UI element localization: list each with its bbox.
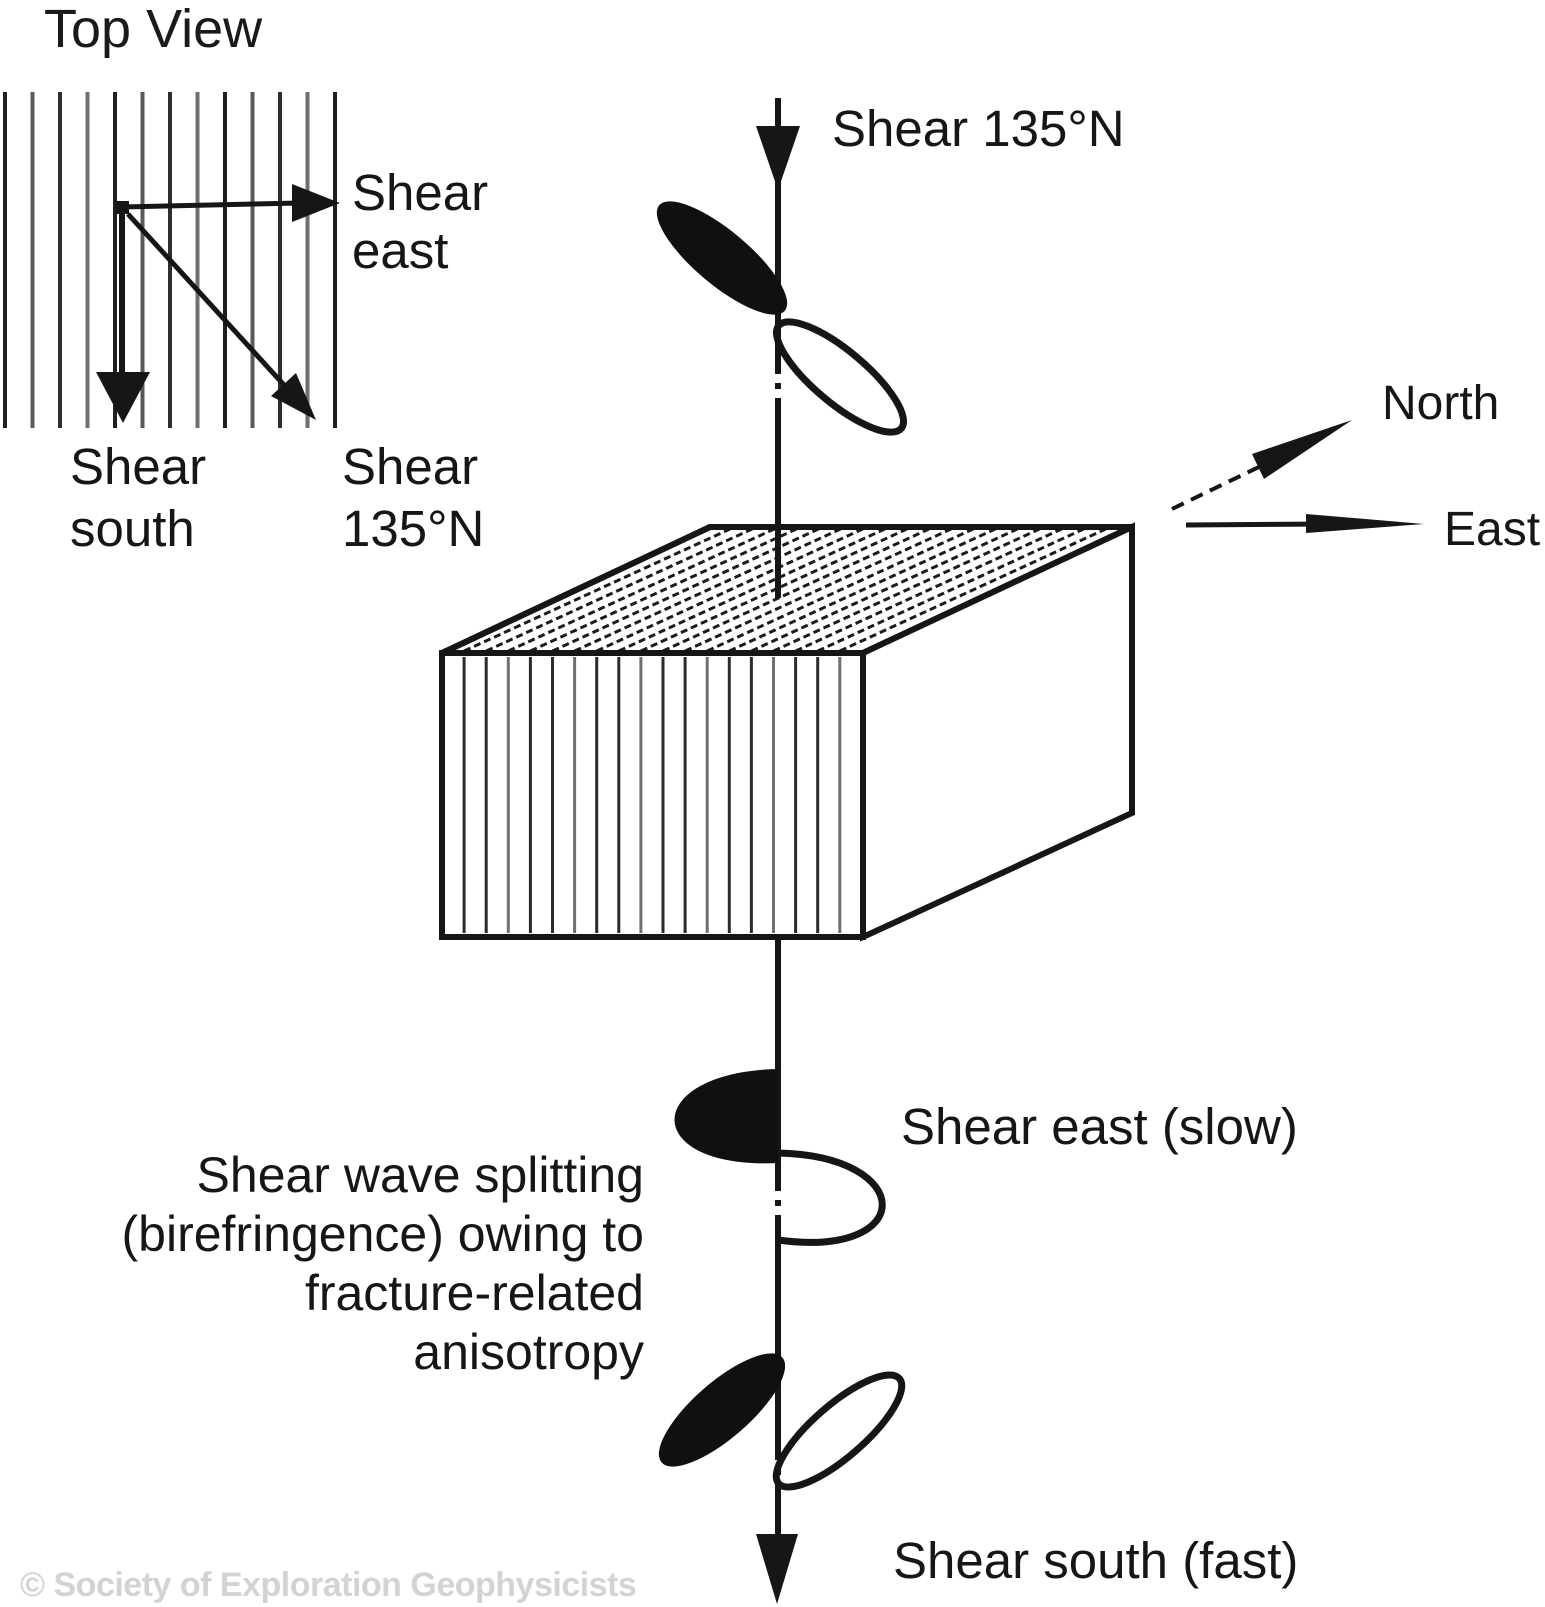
fast-wave-outline-lobe	[772, 1371, 906, 1491]
caption-line: (birefringence) owing to	[121, 1206, 645, 1262]
east-label: East	[1444, 503, 1541, 556]
top-view-shear-east-label: Shear east	[352, 164, 489, 279]
top-view-shear-135n-label: Shear 135°N	[342, 438, 485, 557]
incident-wave-outline-lobe	[772, 318, 908, 436]
top-view-shear-south-label: Shear south	[70, 438, 207, 557]
shear-east-arrow-line	[121, 200, 301, 210]
caption-line: Shear wave splitting	[196, 1147, 644, 1203]
front-face-fractures	[462, 657, 842, 933]
north-arrowhead-icon	[1252, 420, 1352, 479]
compass-arrows	[1171, 420, 1424, 533]
fast-split-wave	[658, 1353, 906, 1491]
slow-wave-label: Shear east (slow)	[901, 1098, 1298, 1155]
east-arrowhead-icon	[1306, 514, 1424, 533]
incident-wave-filled-lobe	[656, 201, 788, 315]
fast-wave-filled-lobe	[658, 1353, 786, 1467]
block-front-face	[439, 650, 866, 940]
copyright-watermark: © Society of Exploration Geophysicists	[20, 1566, 637, 1604]
top-view-title: Top View	[44, 0, 263, 59]
shear-east-arrowhead-icon	[292, 184, 340, 222]
transmitted-arrowhead-icon	[756, 1534, 798, 1604]
top-face-fractures	[463, 527, 1107, 653]
shear-south-arrowhead-icon	[96, 372, 150, 423]
slow-wave-outline-lobe	[777, 1149, 886, 1246]
top-view-arrows	[96, 184, 340, 423]
shear-135n-arrowhead-icon	[271, 373, 316, 420]
incident-wave	[656, 201, 908, 436]
caption: Shear wave splitting (birefringence) owi…	[108, 1146, 645, 1382]
north-label: North	[1382, 377, 1500, 430]
fractured-block	[439, 522, 1135, 942]
top-view-fracture-pattern	[3, 92, 337, 428]
slow-wave-filled-lobe	[674, 1069, 778, 1164]
caption-line: fracture-related	[304, 1265, 644, 1321]
slow-split-wave	[674, 1069, 886, 1246]
shear-135n-arrow-line	[126, 212, 286, 387]
incident-arrowhead-icon	[756, 126, 800, 190]
caption-line: anisotropy	[413, 1324, 644, 1380]
incident-shear-label: Shear 135°N	[832, 100, 1125, 157]
fast-wave-label: Shear south (fast)	[893, 1532, 1299, 1589]
block-right-face	[860, 522, 1135, 942]
